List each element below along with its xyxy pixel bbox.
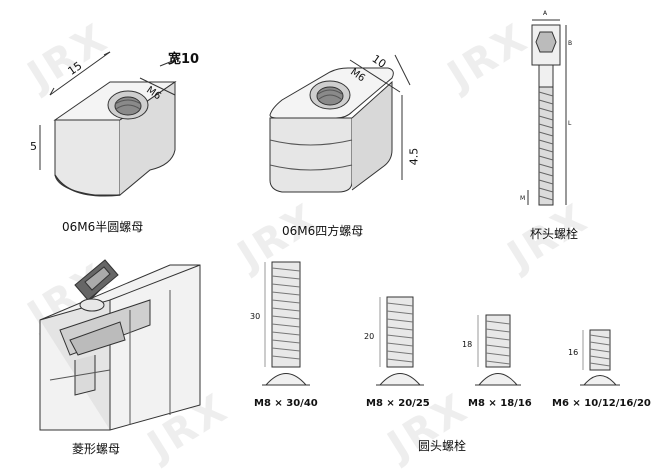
bolt-length: 18 <box>462 340 473 349</box>
caption-square-nut: 06M6四方螺母 <box>282 224 364 238</box>
dim-width-10: 宽10 <box>168 52 200 67</box>
dim-a: A <box>543 10 548 17</box>
bolt-caption: M6 × 10/12/16/20 <box>552 398 651 409</box>
cap-screw-drawing <box>527 19 567 206</box>
bolt-caption: M8 × 30/40 <box>254 398 318 409</box>
caption-cap-screw: 杯头螺栓 <box>530 227 579 241</box>
bolt-length: 16 <box>568 348 579 357</box>
bolt-length: 20 <box>364 332 375 341</box>
half-round-nut-drawing <box>39 51 181 197</box>
bolt-caption: M8 × 20/25 <box>366 398 430 409</box>
dim-height-4-5: 4.5 <box>407 147 421 166</box>
square-nut-drawing <box>269 54 411 193</box>
dim-m: M <box>520 195 526 202</box>
dim-height-5: 5 <box>30 140 37 153</box>
dim-b: B <box>568 40 573 47</box>
caption-half-round-nut: 06M6半圆螺母 <box>62 220 144 234</box>
dim-l: L <box>568 120 572 127</box>
caption-round-head-bolt: 圆头螺栓 <box>418 439 467 453</box>
bolt-length: 30 <box>250 312 261 321</box>
bolt-caption: M8 × 18/16 <box>468 398 532 409</box>
diamond-nut-drawing <box>39 259 201 431</box>
round-head-bolts-drawing <box>262 261 620 386</box>
caption-diamond-nut: 菱形螺母 <box>72 442 121 456</box>
